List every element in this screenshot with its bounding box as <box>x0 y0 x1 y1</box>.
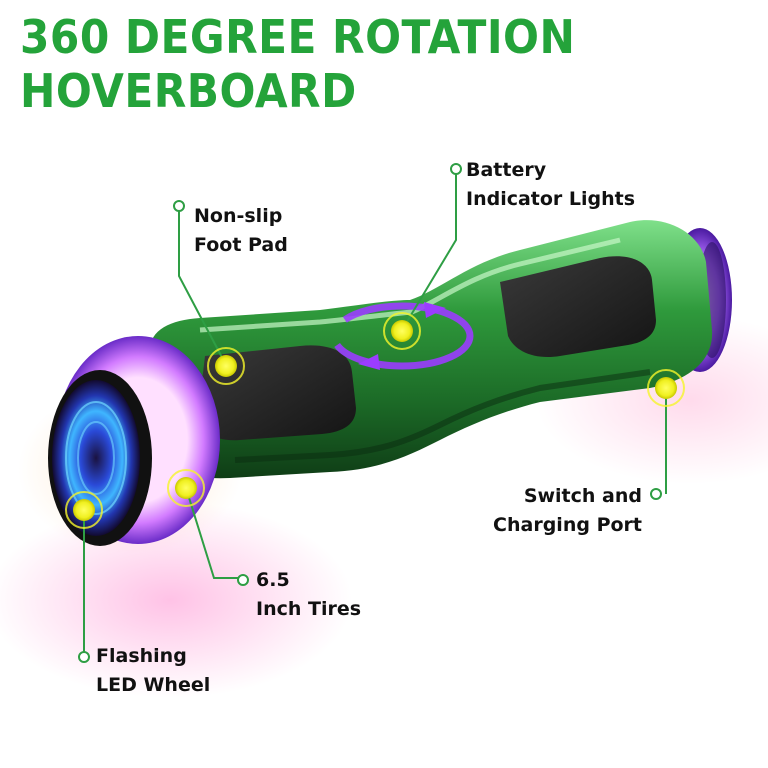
marker-wheel <box>65 491 103 529</box>
callout-foot-pad-line-2: Foot Pad <box>194 234 288 256</box>
marker-tires <box>167 469 205 507</box>
callout-switch-line-2: Charging Port <box>493 514 642 536</box>
right-foot-pad <box>500 256 656 358</box>
callout-tires-line-1: 6.5 <box>256 569 290 591</box>
callout-non-slip-foot-pad: Non-slip Foot Pad <box>194 202 288 260</box>
callout-switch-line-1: Switch and <box>523 485 642 507</box>
marker-foot-pad <box>207 347 245 385</box>
title-line-2: HOVERBOARD <box>20 64 357 118</box>
callout-battery-line-1: Battery <box>466 159 547 181</box>
callout-battery-line-2: Indicator Lights <box>466 188 636 210</box>
marker-battery <box>383 312 421 350</box>
marker-switch <box>647 369 685 407</box>
page-title: 360 DEGREE ROTATION HOVERBOARD <box>20 10 575 118</box>
callout-wheel-line-2: LED Wheel <box>96 674 211 696</box>
tires-callout-line <box>185 487 240 579</box>
callout-battery-indicator-lights: Battery Indicator Lights <box>466 156 635 214</box>
callout-foot-pad-line-1: Non-slip <box>194 205 283 227</box>
foot-pad-callout-line <box>178 206 227 366</box>
callout-switch-and-charging-port: Switch and Charging Port <box>493 482 642 540</box>
callout-tires-line-2: Inch Tires <box>256 598 362 620</box>
callout-end-dots <box>78 163 662 663</box>
title-line-1: 360 DEGREE ROTATION <box>20 10 576 64</box>
feature-markers <box>65 312 685 529</box>
callout-lines <box>83 169 667 656</box>
battery-callout-line <box>401 169 457 331</box>
rotation-arrows-icon <box>330 302 474 370</box>
callout-inch-tires: 6.5 Inch Tires <box>256 566 361 624</box>
callout-wheel-line-1: Flashing <box>96 645 187 667</box>
left-foot-pad <box>198 345 356 441</box>
callout-flashing-led-wheel: Flashing LED Wheel <box>96 642 210 700</box>
